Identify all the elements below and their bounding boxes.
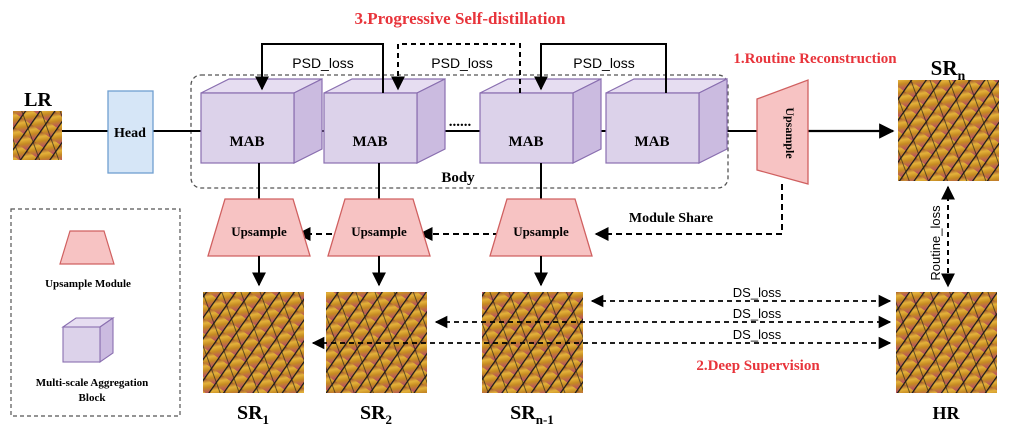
main-upsample-label: Upsample — [783, 107, 797, 159]
mab-label-3: MAB — [509, 134, 544, 150]
legend-mab-icon — [61, 316, 115, 364]
psd-loss-label-2: PSD_loss — [431, 55, 492, 71]
body-label: Body — [441, 170, 475, 186]
routine-loss-label: Routine_loss — [928, 205, 943, 281]
mab-block-3: MAB — [479, 78, 602, 164]
mab-block-2: MAB — [323, 78, 446, 164]
head-block — [107, 90, 154, 174]
title: 3.Progressive Self-distillation — [355, 9, 566, 28]
lr-label: LR — [24, 89, 52, 111]
srn1-label: SRn-1 — [510, 402, 554, 427]
ellipsis: ...... — [449, 114, 472, 130]
ds-loss-label-3: DS_loss — [733, 327, 782, 342]
upsample-label-2: Upsample — [351, 224, 407, 239]
upsample-label-1: Upsample — [231, 224, 287, 239]
sr2-label: SR2 — [360, 402, 392, 427]
upsample-module-1: Upsample — [207, 198, 311, 257]
sr1-image — [203, 292, 304, 393]
legend-upsample-label: Upsample Module — [45, 278, 131, 290]
upsample-module-2: Upsample — [327, 198, 431, 257]
psd-loss-label-1: PSD_loss — [292, 55, 353, 71]
legend-box — [10, 208, 181, 417]
hr-image — [896, 292, 997, 393]
sr1-label: SR1 — [237, 402, 269, 427]
mab-label-4: MAB — [635, 134, 670, 150]
ds-loss-label-1: DS_loss — [733, 285, 782, 300]
upsample-label-3: Upsample — [513, 224, 569, 239]
upsample-module-3: Upsample — [489, 198, 593, 257]
legend-upsample-icon — [59, 230, 115, 265]
mab-block-1: MAB — [200, 78, 323, 164]
main-upsample-module: Upsample — [756, 79, 809, 185]
psd-loop-3 — [534, 43, 667, 93]
lr-image — [13, 111, 62, 160]
mab-label-1: MAB — [230, 134, 265, 150]
module-share-line — [594, 184, 783, 241]
deep-supervision-label: 2.Deep Supervision — [696, 358, 820, 374]
psd-loss-label-3: PSD_loss — [573, 55, 634, 71]
legend-mab-label-1: Multi-scale Aggregation — [36, 377, 149, 389]
ds-loss-label-2: DS_loss — [733, 306, 782, 321]
hr-label: HR — [933, 403, 961, 423]
module-share-label: Module Share — [629, 211, 713, 226]
psd-loop-1 — [255, 43, 384, 93]
mab-label-2: MAB — [353, 134, 388, 150]
psd-loop-2 — [391, 43, 521, 93]
legend-mab-label-2: Block — [79, 392, 107, 404]
srn-image — [898, 80, 999, 181]
routine-reconstruction-label: 1.Routine Reconstruction — [733, 51, 897, 67]
head-label: Head — [114, 126, 146, 141]
srn-label: SRn — [931, 56, 966, 84]
